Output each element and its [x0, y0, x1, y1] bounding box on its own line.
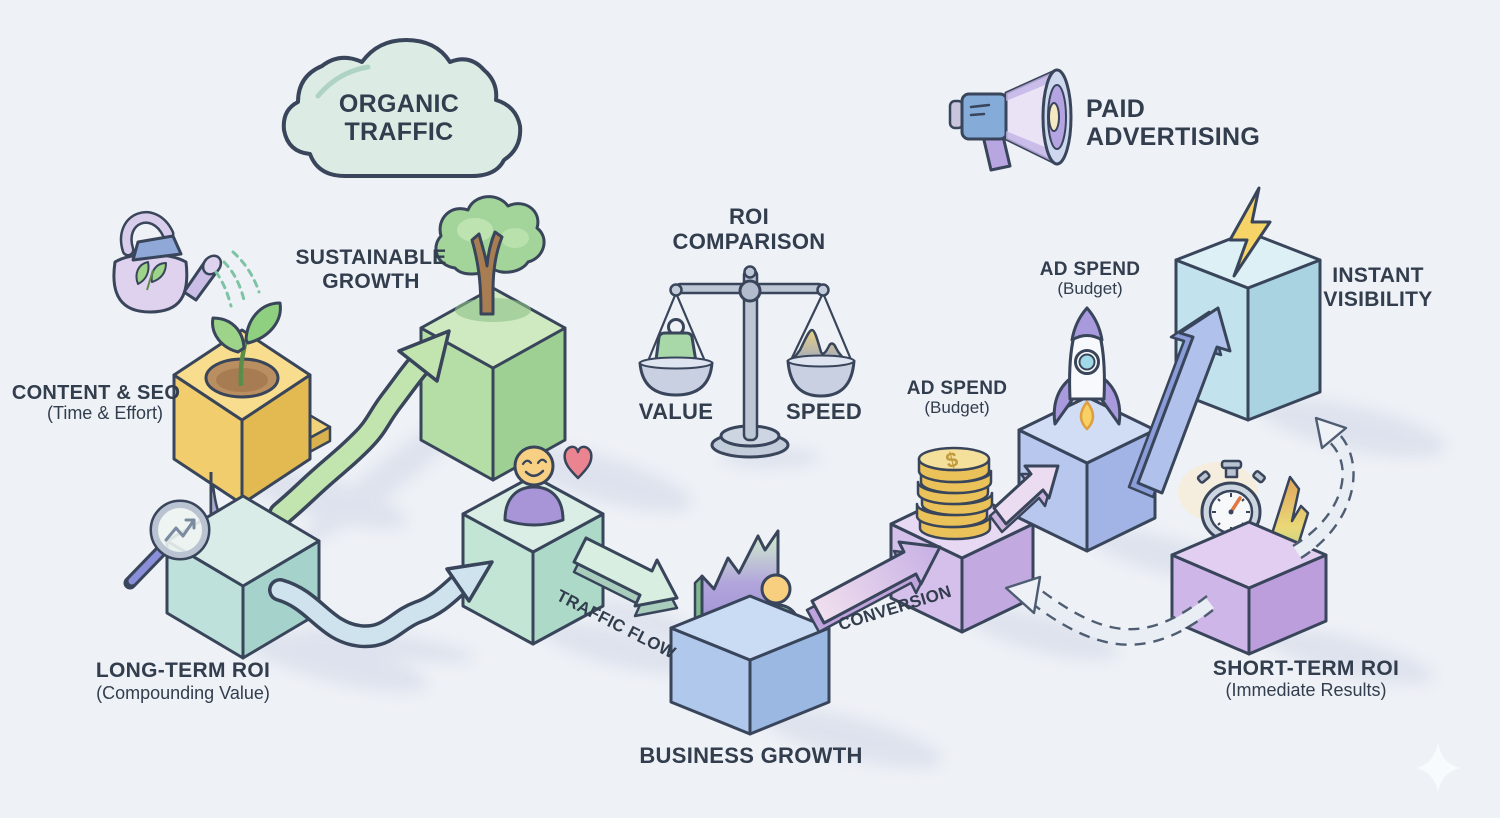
s-curve-arrow	[268, 560, 494, 649]
ground-shadows	[237, 398, 1446, 768]
sparkle-icon	[1416, 742, 1460, 792]
tree-icon	[434, 195, 546, 316]
ad-spend-budget-title: AD SPEND	[906, 378, 1008, 399]
loop-dashed-arrow	[1292, 416, 1355, 560]
megaphone-icon	[948, 68, 1073, 172]
watering-can-icon	[112, 210, 223, 314]
organic-growth-arrow	[268, 329, 451, 527]
ad-spend-rocket-subtitle: (Budget)	[1057, 279, 1123, 298]
short-term-roi-title: SHORT-TERM ROI	[1212, 657, 1400, 680]
balance-scale-icon	[638, 265, 856, 459]
lightning-icon	[1228, 186, 1272, 278]
feedback-dashed-arrow	[1004, 575, 1215, 646]
business-growth-label: BUSINESS GROWTH	[639, 743, 863, 768]
budget-arrow	[988, 464, 1060, 534]
magnifier-icon	[123, 499, 211, 590]
long-term-roi-subtitle: (Compounding Value)	[96, 683, 270, 703]
value-label: VALUE	[638, 399, 714, 424]
traffic-flow-arrow	[572, 536, 679, 618]
rocket-icon	[1052, 306, 1122, 431]
happy-person-icon	[503, 445, 565, 527]
speed-mountain-icon	[789, 328, 851, 364]
content-seo-title: CONTENT & SEO	[11, 382, 181, 404]
visibility-arrow	[1127, 306, 1232, 499]
water-drops-icon	[214, 250, 261, 308]
short-term-roi-subtitle: (Immediate Results)	[1225, 680, 1387, 700]
sustainable-growth-label: SUSTAINABLE GROWTH	[295, 246, 447, 293]
organic-traffic-label: ORGANIC TRAFFIC	[338, 90, 460, 146]
organic-cloud-shape	[281, 38, 523, 178]
coins-stack-icon: $	[915, 446, 994, 541]
speed-label: SPEED	[785, 399, 863, 424]
roi-comparison-title: ROI COMPARISON	[672, 204, 826, 254]
heart-icon	[563, 445, 593, 480]
conversion-arrow	[805, 540, 942, 634]
long-term-roi-title: LONG-TERM ROI	[95, 659, 271, 682]
sprout-icon	[211, 301, 282, 387]
instant-visibility-label: INSTANT VISIBILITY	[1323, 264, 1433, 311]
audience-cube	[461, 474, 605, 646]
paid-advertising-label: PAID ADVERTISING	[1086, 95, 1261, 151]
content-seo-subtitle: (Time & Effort)	[46, 403, 164, 423]
business-growth-cube	[669, 529, 831, 736]
ad-spend-budget-subtitle: (Budget)	[924, 398, 990, 417]
ad-spend-rocket-title: AD SPEND	[1039, 259, 1141, 280]
